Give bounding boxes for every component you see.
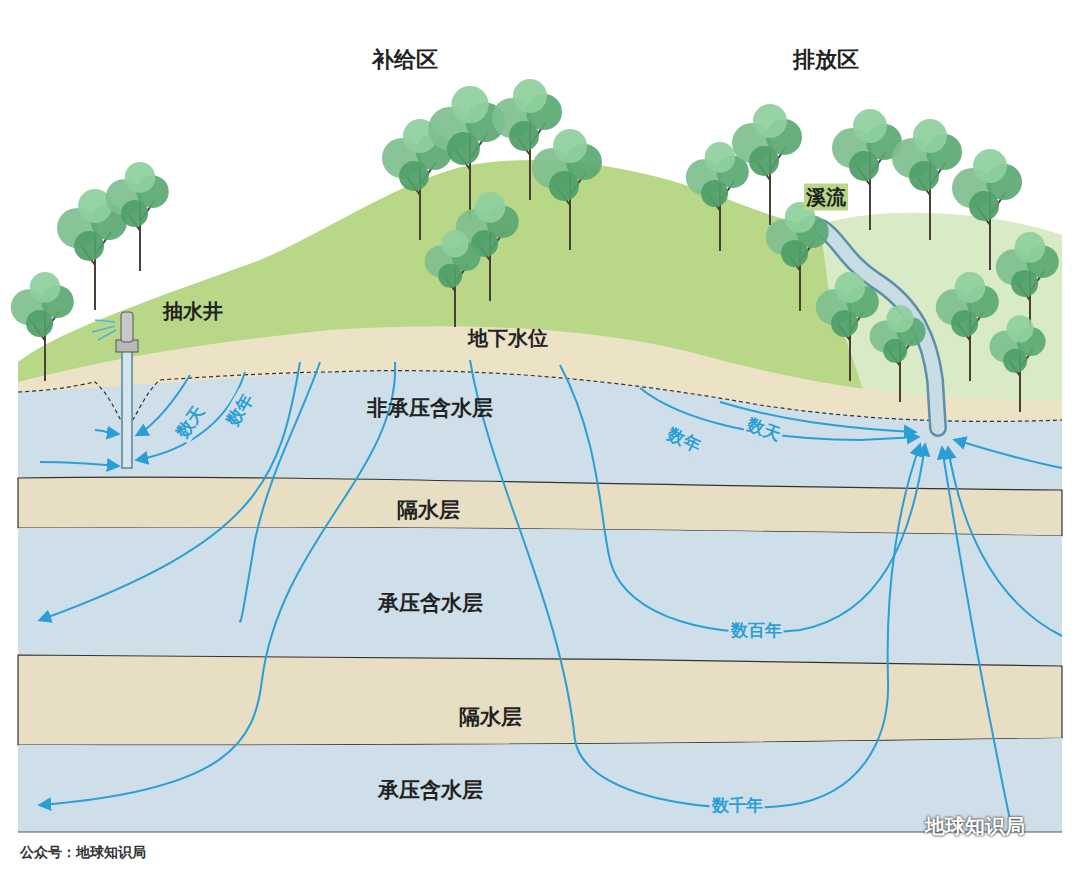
tree <box>936 272 999 381</box>
layer-band: 非承压含水层 <box>361 392 499 424</box>
aquitard-band <box>18 655 1062 745</box>
tree <box>766 202 829 311</box>
layer-band: 隔水层 <box>391 494 466 526</box>
unconfined-water <box>18 371 1062 490</box>
flow-lines <box>40 360 1062 820</box>
tree-group <box>11 79 1059 412</box>
layer-band: 承压含水层 <box>372 774 489 806</box>
zone-label: 排放区 <box>793 45 859 75</box>
tree <box>816 272 879 381</box>
tree <box>990 315 1046 412</box>
layer-name: 隔水层 <box>397 496 460 524</box>
well-pump <box>121 312 133 342</box>
well-label: 抽水井 <box>163 298 223 325</box>
stream-water <box>822 228 938 428</box>
confined-water <box>18 738 1062 832</box>
tree <box>870 305 926 402</box>
layer-name: 非承压含水层 <box>367 394 493 422</box>
water-table-line <box>18 371 1062 430</box>
well-casing <box>122 350 132 468</box>
layer-name: 隔水层 <box>459 703 522 731</box>
water-spray <box>92 320 116 340</box>
layer-band: 承压含水层 <box>372 587 489 619</box>
water-table-label: 地下水位 <box>468 325 548 352</box>
confined-water <box>18 527 1062 666</box>
tree <box>892 119 962 240</box>
tree <box>106 162 169 271</box>
tree <box>425 230 481 327</box>
stream-outline <box>822 228 938 428</box>
time-label: 数百年 <box>729 619 784 642</box>
zone-label: 补给区 <box>372 45 438 75</box>
frame-bottom <box>18 832 1062 833</box>
watermark: 地球知识局 <box>925 813 1025 840</box>
layer-band: 隔水层 <box>453 701 528 733</box>
tree <box>11 272 74 381</box>
tree <box>832 109 902 230</box>
caption: 公众号：地球知识局 <box>20 844 146 862</box>
time-label: 数千年 <box>710 794 765 817</box>
stream-label: 溪流 <box>804 184 848 211</box>
layer-name: 承压含水层 <box>378 589 483 617</box>
tree <box>532 129 602 250</box>
layer-name: 承压含水层 <box>378 776 483 804</box>
